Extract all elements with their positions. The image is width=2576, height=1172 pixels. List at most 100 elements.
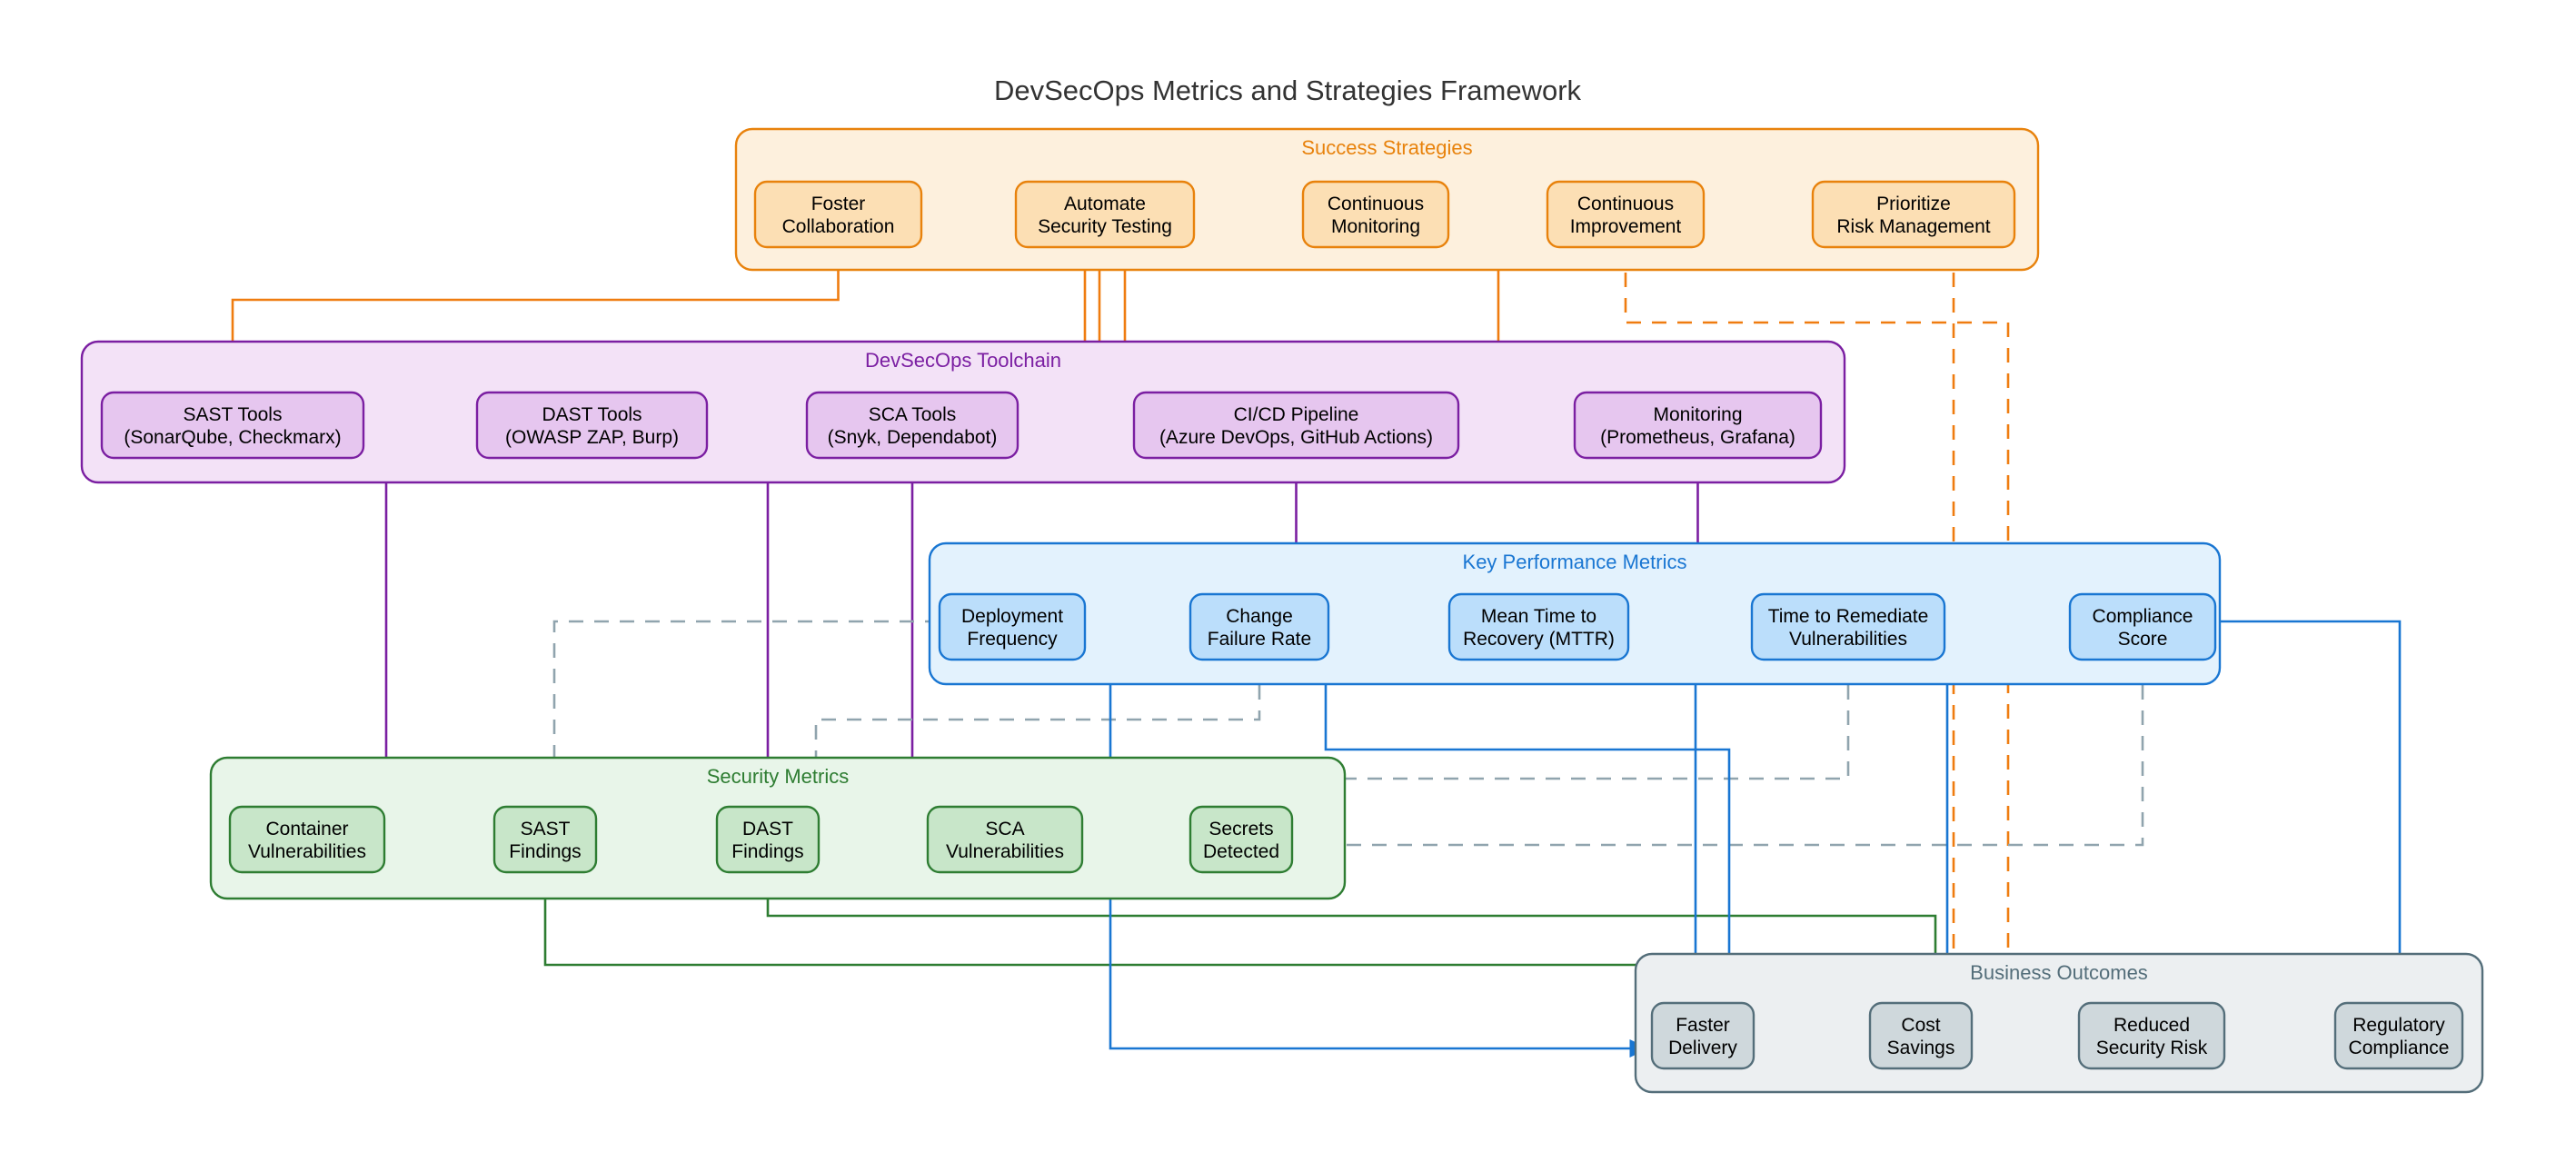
- node-label: (Azure DevOps, GitHub Actions): [1159, 427, 1433, 448]
- node-label: SAST Tools: [184, 404, 283, 425]
- node-box[interactable]: [1870, 1003, 1972, 1068]
- node-label: Secrets: [1208, 819, 1273, 839]
- node-label: Container: [265, 819, 348, 839]
- node-label: SCA Tools: [869, 404, 957, 425]
- node-label: Deployment: [961, 606, 1063, 627]
- node-label: Failure Rate: [1208, 629, 1311, 650]
- node-foster[interactable]: FosterCollaboration: [755, 182, 921, 247]
- node-label: Continuous: [1328, 194, 1424, 214]
- node-label: Continuous: [1577, 194, 1674, 214]
- node-risk[interactable]: ReducedSecurity Risk: [2079, 1003, 2224, 1068]
- node-box[interactable]: [1547, 182, 1704, 247]
- node-box[interactable]: [928, 807, 1082, 872]
- node-ttrv[interactable]: Time to RemediateVulnerabilities: [1752, 594, 1944, 660]
- node-label: Vulnerabilities: [248, 841, 366, 862]
- node-dast[interactable]: DAST Tools(OWASP ZAP, Burp): [477, 392, 707, 458]
- node-regcomp[interactable]: RegulatoryCompliance: [2335, 1003, 2462, 1068]
- node-cost[interactable]: CostSavings: [1870, 1003, 1972, 1068]
- node-box[interactable]: [1190, 594, 1328, 660]
- node-box[interactable]: [494, 807, 596, 872]
- edge-compl-to-regcomp: [2215, 621, 2400, 999]
- node-label: Collaboration: [782, 216, 895, 237]
- node-box[interactable]: [1449, 594, 1628, 660]
- node-label: Recovery (MTTR): [1463, 629, 1615, 650]
- page-title: DevSecOps Metrics and Strategies Framewo…: [994, 74, 1582, 106]
- node-contvuln[interactable]: ContainerVulnerabilities: [230, 807, 384, 872]
- node-label: (Prometheus, Grafana): [1600, 427, 1795, 448]
- node-box[interactable]: [940, 594, 1085, 660]
- node-label: Delivery: [1668, 1038, 1737, 1058]
- node-label: SCA: [985, 819, 1024, 839]
- node-secrets[interactable]: SecretsDetected: [1190, 807, 1292, 872]
- node-label: (OWASP ZAP, Burp): [505, 427, 679, 448]
- node-label: Vulnerabilities: [1789, 629, 1907, 650]
- node-label: Mean Time to: [1481, 606, 1596, 627]
- node-label: DAST: [742, 819, 793, 839]
- node-sast[interactable]: SAST Tools(SonarQube, Checkmarx): [102, 392, 363, 458]
- node-box[interactable]: [2335, 1003, 2462, 1068]
- node-dastf[interactable]: DASTFindings: [717, 807, 819, 872]
- node-box[interactable]: [1303, 182, 1448, 247]
- node-priorisk[interactable]: PrioritizeRisk Management: [1813, 182, 2014, 247]
- node-sastf[interactable]: SASTFindings: [494, 807, 596, 872]
- node-automate[interactable]: AutomateSecurity Testing: [1016, 182, 1194, 247]
- node-label: Monitoring: [1331, 216, 1420, 237]
- node-scavuln[interactable]: SCAVulnerabilities: [928, 807, 1082, 872]
- cluster-label-bizout: Business Outcomes: [1970, 961, 2148, 984]
- node-label: Frequency: [967, 629, 1058, 650]
- edge-cfr-to-faster: [1326, 647, 1729, 999]
- node-label: Improvement: [1570, 216, 1682, 237]
- node-box[interactable]: [807, 392, 1018, 458]
- node-label: SAST: [521, 819, 571, 839]
- node-sca[interactable]: SCA Tools(Snyk, Dependabot): [807, 392, 1018, 458]
- node-box[interactable]: [2070, 594, 2215, 660]
- node-box[interactable]: [717, 807, 819, 872]
- cluster-secmet: Security MetricsContainerVulnerabilities…: [211, 758, 1345, 899]
- node-box[interactable]: [2079, 1003, 2224, 1068]
- node-label: DAST Tools: [542, 404, 642, 425]
- node-box[interactable]: [1134, 392, 1458, 458]
- node-label: Time to Remediate: [1768, 606, 1929, 627]
- node-label: Security Testing: [1038, 216, 1172, 237]
- node-label: (SonarQube, Checkmarx): [124, 427, 341, 448]
- node-box[interactable]: [1575, 392, 1821, 458]
- node-box[interactable]: [230, 807, 384, 872]
- edge-mttr-to-faster: [1628, 647, 1696, 999]
- node-label: Regulatory: [2352, 1015, 2445, 1036]
- node-box[interactable]: [1752, 594, 1944, 660]
- node-contimp[interactable]: ContinuousImprovement: [1547, 182, 1704, 247]
- node-cicd[interactable]: CI/CD Pipeline(Azure DevOps, GitHub Acti…: [1134, 392, 1458, 458]
- node-box[interactable]: [102, 392, 363, 458]
- node-box[interactable]: [1016, 182, 1194, 247]
- node-box[interactable]: [1190, 807, 1292, 872]
- node-box[interactable]: [477, 392, 707, 458]
- node-depfreq[interactable]: DeploymentFrequency: [940, 594, 1085, 660]
- node-label: Faster: [1676, 1015, 1730, 1036]
- node-label: Reduced: [2114, 1015, 2190, 1036]
- node-label: Change: [1226, 606, 1293, 627]
- node-box[interactable]: [755, 182, 921, 247]
- cluster-label-toolchain: DevSecOps Toolchain: [865, 349, 1061, 372]
- node-label: Monitoring: [1653, 404, 1742, 425]
- node-label: Cost: [1901, 1015, 1940, 1036]
- cluster-label-secmet: Security Metrics: [707, 765, 849, 788]
- node-cfr[interactable]: ChangeFailure Rate: [1190, 594, 1328, 660]
- node-compl[interactable]: ComplianceScore: [2070, 594, 2215, 660]
- node-faster[interactable]: FasterDelivery: [1652, 1003, 1754, 1068]
- node-box[interactable]: [1813, 182, 2014, 247]
- node-box[interactable]: [1652, 1003, 1754, 1068]
- node-monit[interactable]: Monitoring(Prometheus, Grafana): [1575, 392, 1821, 458]
- node-label: Findings: [509, 841, 581, 862]
- node-mttr[interactable]: Mean Time toRecovery (MTTR): [1449, 594, 1628, 660]
- node-label: Compliance: [2349, 1038, 2450, 1058]
- node-contmon[interactable]: ContinuousMonitoring: [1303, 182, 1448, 247]
- cluster-label-success: Success Strategies: [1301, 136, 1472, 159]
- edge-compl-to-secrets: [1298, 660, 2143, 845]
- node-label: (Snyk, Dependabot): [828, 427, 998, 448]
- node-label: Compliance: [2093, 606, 2193, 627]
- cluster-bizout: Business OutcomesFasterDelivery CostSavin…: [1636, 954, 2482, 1092]
- cluster-toolchain: DevSecOps ToolchainSAST Tools(SonarQube,…: [82, 342, 1845, 482]
- cluster-success: Success StrategiesFosterCollaboration Aut…: [736, 129, 2038, 270]
